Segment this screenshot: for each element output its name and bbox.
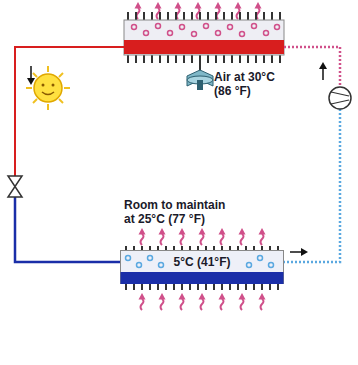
temperature-label: 5°C (41°F) bbox=[120, 255, 284, 269]
flow-arrow bbox=[290, 248, 308, 256]
evaporator: 5°C (41°F) bbox=[120, 246, 284, 290]
liquid-line bbox=[15, 47, 124, 176]
flow-arrow bbox=[319, 62, 327, 80]
cold-vapor-line bbox=[284, 109, 340, 262]
hot-vapor-line bbox=[284, 47, 340, 87]
cold-refrigerant-bar bbox=[121, 272, 284, 284]
vapor-dots bbox=[132, 24, 280, 37]
condenser bbox=[124, 12, 284, 63]
sun bbox=[26, 66, 70, 110]
expansion-valve bbox=[8, 176, 22, 197]
air-temperature-label: Air at 30°C (86 °F) bbox=[214, 70, 288, 98]
heat-arrows bbox=[139, 228, 266, 245]
cold-liquid-line bbox=[15, 197, 120, 262]
room-label: Room to maintain at 25°C (77 °F) bbox=[124, 198, 234, 226]
heat-arrows bbox=[135, 2, 262, 19]
evaporator-body bbox=[121, 251, 284, 284]
flow-arrow bbox=[27, 66, 35, 85]
compressor bbox=[329, 87, 351, 109]
fan bbox=[187, 63, 213, 90]
heat-arrows bbox=[139, 293, 266, 310]
house-wall bbox=[63, 119, 341, 359]
room-house: Room to maintain at 25°C (77 °F) 5°C (41°… bbox=[60, 116, 344, 362]
house-outline bbox=[60, 116, 344, 362]
